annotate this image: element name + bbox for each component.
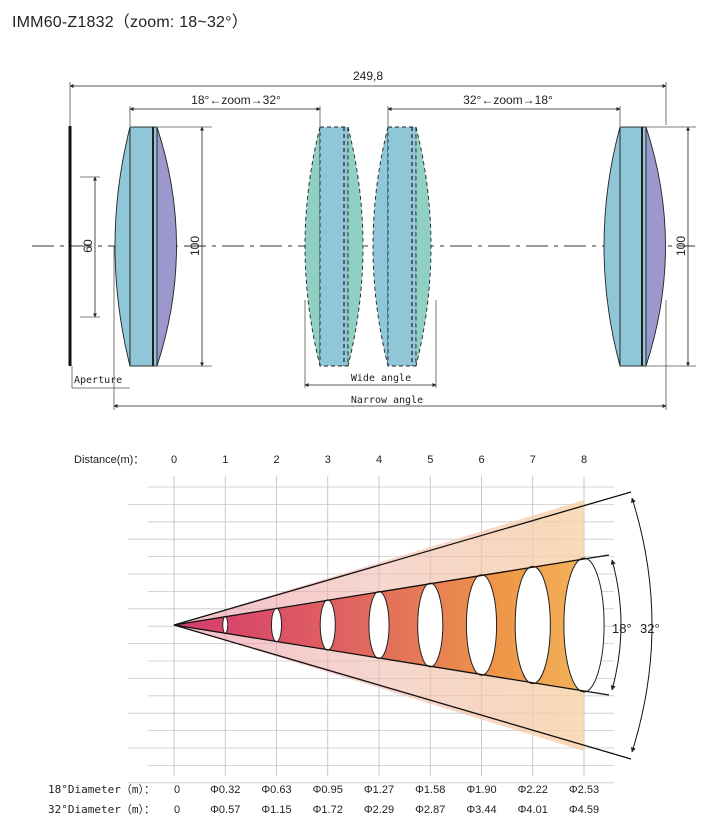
- beam-ellipses: [222, 557, 605, 693]
- left-lens-dim-label: 100: [188, 236, 202, 256]
- diameter-18-value: Φ2.22: [518, 784, 548, 796]
- diameter-rows: 0 Φ0.32 Φ0.63 Φ0.95 Φ1.27 Φ1.58 Φ1.90 Φ2.22 Φ2.5…: [174, 784, 599, 816]
- beam-18-upper-edge: [173, 554, 610, 626]
- beam-spot-ellipse: [319, 599, 336, 651]
- distance-tick-label: 4: [376, 454, 382, 466]
- beam-18-lower-edge: [173, 624, 610, 696]
- diameter-32-value: Φ4.59: [569, 804, 599, 816]
- zoom-right-dimension: 32°←zoom→18°: [387, 93, 621, 126]
- diameter-32-value: Φ1.15: [261, 804, 291, 816]
- right-fixed-lens: 100: [603, 126, 696, 367]
- angle-18-label: 18°: [612, 621, 632, 636]
- lens-drawing: 249,8 18°←zoom→32° 32°←zoom→18° Aperture: [32, 69, 696, 410]
- page-title: IMM60-Z1832（zoom: 18~32°）: [12, 14, 248, 31]
- angle-arc-18: [610, 559, 622, 691]
- distance-tick-label: 5: [427, 454, 433, 466]
- diameter-18-value: Φ1.58: [415, 784, 445, 796]
- diameter-32-value: Φ1.72: [313, 804, 343, 816]
- movable-lens-2: [372, 126, 432, 367]
- row-32-label: 32°Diameter（m）：: [48, 803, 155, 816]
- diameter-18-value: Φ0.63: [261, 784, 291, 796]
- row-18-label: 18°Diameter（m）：: [48, 783, 155, 796]
- distance-ticks: 0 1 2 3 4 5 6 7 8: [171, 454, 587, 466]
- aperture-plate: Aperture 60: [68, 126, 130, 389]
- narrow-angle-label: Narrow angle: [351, 395, 423, 406]
- distance-label: Distance(m)：: [74, 454, 144, 466]
- diameter-18-value: Φ1.27: [364, 784, 394, 796]
- angle-arc-32: [630, 497, 653, 753]
- zoom-left-label: 18°←zoom→32°: [191, 93, 281, 107]
- movable-lens-1: [304, 126, 364, 367]
- left-fixed-lens: 100: [114, 126, 212, 367]
- beam-32-lower-edge: [173, 624, 632, 760]
- distance-tick-label: 6: [478, 454, 484, 466]
- distance-tick-label: 0: [171, 454, 177, 466]
- diameter-32-value: Φ2.29: [364, 804, 394, 816]
- diameter-18-value: Φ0.95: [313, 784, 343, 796]
- distance-tick-label: 7: [530, 454, 536, 466]
- distance-tick-label: 2: [273, 454, 279, 466]
- wide-angle-dimension: Wide angle: [304, 300, 437, 388]
- distance-tick-label: 1: [222, 454, 228, 466]
- right-lens-dim-label: 100: [674, 236, 688, 256]
- beam-spot-ellipse: [514, 565, 551, 685]
- diameter-18-value: 0: [174, 784, 180, 796]
- angle-32-label: 32°: [640, 621, 660, 636]
- distance-tick-label: 3: [325, 454, 331, 466]
- beam-32-upper-edge: [173, 491, 632, 626]
- wide-angle-label: Wide angle: [351, 373, 411, 384]
- aperture-dim-label: 60: [81, 239, 95, 253]
- aperture-label: Aperture: [74, 375, 122, 386]
- beam-spot-ellipse: [222, 616, 229, 634]
- diameter-32-value: Φ4.01: [518, 804, 548, 816]
- diameter-18-value: Φ0.32: [210, 784, 240, 796]
- beam-diagram: Distance(m)： 0 1 2 3 4 5 6 7 8 18° 32° 18°Diamet…: [48, 454, 660, 816]
- diameter-32-value: Φ3.44: [466, 804, 496, 816]
- zoom-right-label: 32°←zoom→18°: [463, 93, 553, 107]
- diameter-32-value: Φ0.57: [210, 804, 240, 816]
- total-length-label: 249,8: [353, 69, 383, 83]
- distance-tick-label: 8: [581, 454, 587, 466]
- beam-spot-ellipse: [270, 607, 283, 643]
- beam-spot-ellipse: [563, 557, 605, 693]
- beam-spot-ellipse: [417, 582, 444, 668]
- beam-spot-ellipse: [465, 574, 498, 676]
- narrow-angle-dimension: Narrow angle: [113, 246, 667, 410]
- diameter-18-value: Φ1.90: [466, 784, 496, 796]
- beam-spot-ellipse: [368, 591, 390, 659]
- diameter-32-value: Φ2.87: [415, 804, 445, 816]
- diameter-32-value: 0: [174, 804, 180, 816]
- zoom-left-dimension: 18°←zoom→32°: [129, 93, 321, 126]
- diameter-18-value: Φ2.53: [569, 784, 599, 796]
